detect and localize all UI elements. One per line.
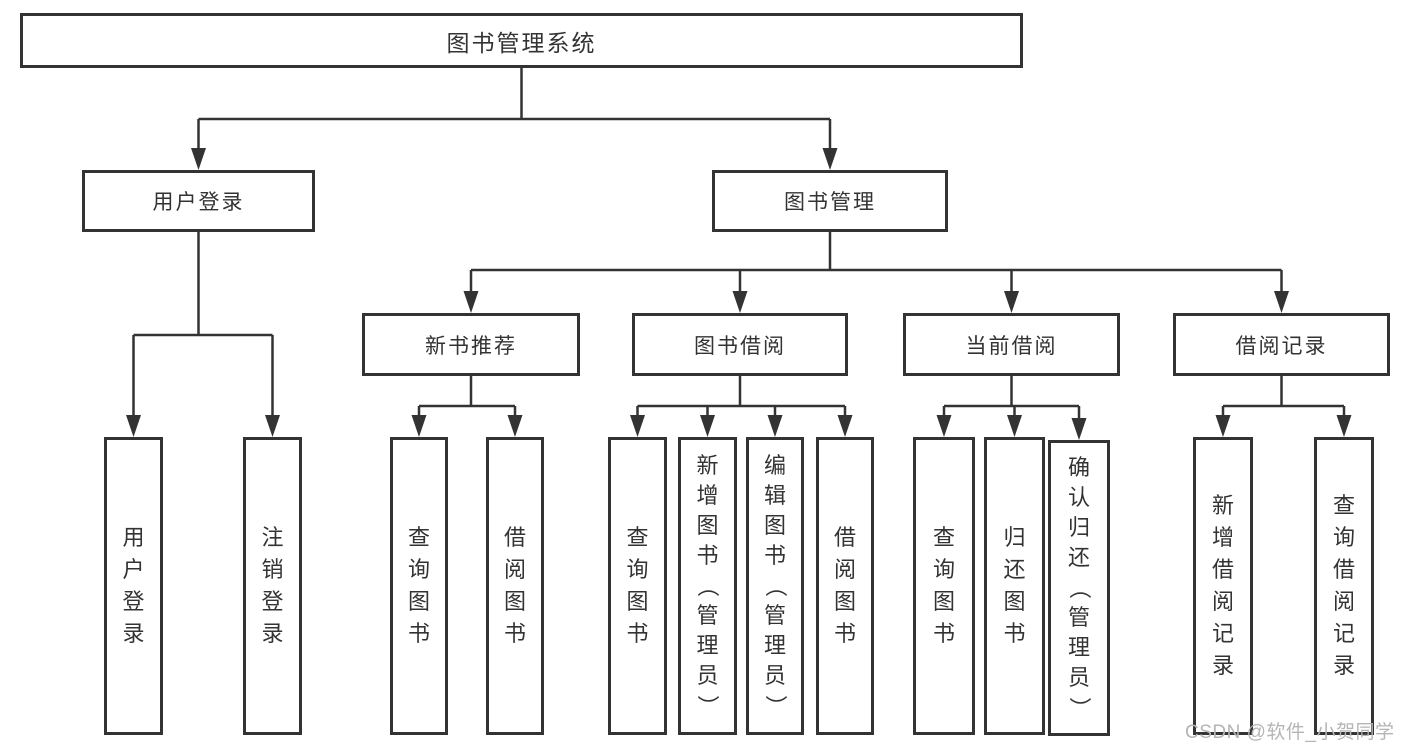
node-leaf-confirm-return-admin: 确认归还（管理员）	[1048, 440, 1110, 736]
node-leaf-query-borrow-record: 查询借阅记录	[1314, 437, 1374, 735]
node-leaf-query-books-borrowing: 查询图书	[608, 437, 667, 735]
arrowheads	[126, 148, 1352, 440]
node-book-management: 图书管理	[712, 170, 948, 232]
node-leaf-return-books: 归还图书	[984, 437, 1045, 735]
node-library-management-system: 图书管理系统	[20, 13, 1023, 68]
node-leaf-edit-books-admin: 编辑图书（管理员）	[746, 437, 804, 735]
node-borrowing-records: 借阅记录	[1173, 313, 1390, 376]
csdn-watermark: CSDN @软件_小贺同学	[1185, 722, 1395, 743]
node-leaf-logout: 注销登录	[243, 437, 302, 735]
node-leaf-add-borrow-record: 新增借阅记录	[1193, 437, 1253, 735]
node-new-book-recommend: 新书推荐	[362, 313, 580, 376]
node-leaf-add-books-admin: 新增图书（管理员）	[678, 437, 737, 735]
node-leaf-borrow-books-recommend: 借阅图书	[486, 437, 544, 735]
node-leaf-borrow-books: 借阅图书	[816, 437, 874, 735]
node-user-login: 用户登录	[82, 170, 315, 232]
node-book-borrowing: 图书借阅	[632, 313, 848, 376]
node-leaf-query-books-current: 查询图书	[913, 437, 975, 735]
node-current-borrowing: 当前借阅	[903, 313, 1120, 376]
node-leaf-user-login: 用户登录	[104, 437, 163, 735]
tree-edges	[132, 68, 1346, 423]
node-leaf-query-books-recommend: 查询图书	[390, 437, 448, 735]
